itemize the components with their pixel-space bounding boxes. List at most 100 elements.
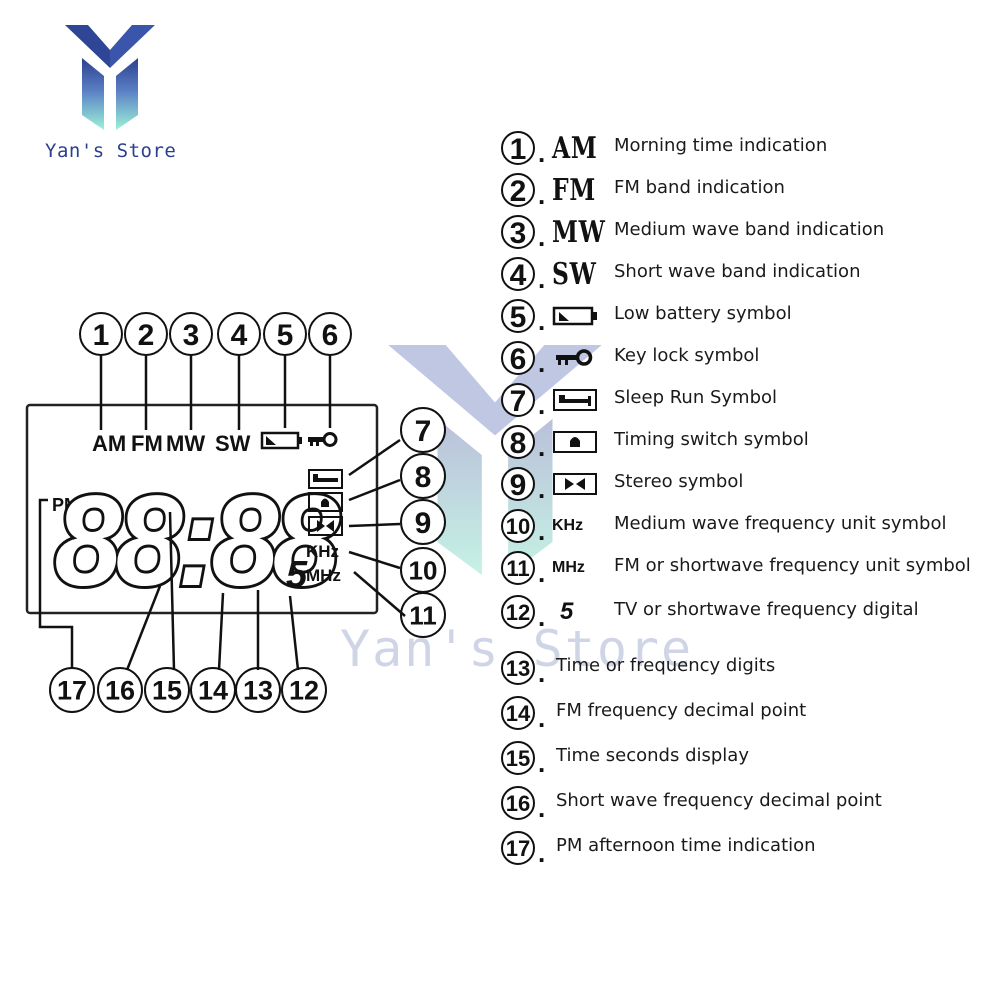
svg-text:15: 15 bbox=[506, 746, 530, 771]
svg-text:7: 7 bbox=[415, 415, 432, 448]
legend-number-badge: 16. bbox=[500, 785, 545, 823]
legend-number-badge: 7. bbox=[500, 382, 545, 420]
legend-row: 15. Time seconds display bbox=[500, 740, 990, 780]
svg-text:11: 11 bbox=[409, 600, 437, 630]
svg-text:14: 14 bbox=[198, 676, 228, 706]
callout-5: 5 bbox=[263, 312, 307, 356]
callout-10: 10 bbox=[400, 547, 446, 593]
bell-icon bbox=[552, 426, 600, 458]
lcd-bell-icon bbox=[308, 492, 343, 512]
legend-symbol-text: AM bbox=[552, 130, 598, 166]
svg-text:.: . bbox=[538, 264, 545, 292]
callout-16: 16 bbox=[97, 667, 143, 713]
legend-number-badge: 1. bbox=[500, 130, 545, 168]
callout-7: 7 bbox=[400, 407, 446, 453]
legend-number-badge: 17. bbox=[500, 830, 545, 868]
lcd-sleep-icon bbox=[308, 469, 343, 489]
svg-text:3: 3 bbox=[510, 217, 527, 250]
legend-number-badge: 3. bbox=[500, 214, 545, 252]
svg-text:16: 16 bbox=[105, 676, 135, 706]
svg-text:8: 8 bbox=[510, 427, 527, 460]
svg-text:14: 14 bbox=[506, 701, 531, 726]
svg-text:4: 4 bbox=[231, 319, 248, 352]
legend-description: Short wave band indication bbox=[614, 261, 861, 282]
legend-number-badge: 13. bbox=[500, 650, 545, 688]
lcd-digits: 88:88 bbox=[55, 471, 340, 613]
svg-text:.: . bbox=[538, 432, 545, 460]
callout-3: 3 bbox=[169, 312, 213, 356]
legend-number-badge: 10. bbox=[500, 508, 545, 546]
legend-description: Key lock symbol bbox=[614, 345, 760, 366]
legend-description: Time seconds display bbox=[556, 745, 749, 766]
legend-description: Short wave frequency decimal point bbox=[556, 790, 882, 811]
svg-text:11: 11 bbox=[506, 556, 529, 581]
lcd-frame bbox=[25, 403, 379, 615]
top-leader-lines bbox=[99, 354, 332, 430]
lcd-label-fm: FM bbox=[131, 431, 163, 456]
callout-15: 15 bbox=[144, 667, 190, 713]
svg-text:.: . bbox=[538, 602, 545, 630]
callout-14: 14 bbox=[190, 667, 236, 713]
legend-number-badge: 4. bbox=[500, 256, 545, 294]
lcd-label-sw: SW bbox=[215, 431, 251, 456]
svg-text:2: 2 bbox=[510, 175, 527, 208]
svg-text:13: 13 bbox=[243, 676, 273, 706]
svg-text:5: 5 bbox=[510, 301, 527, 334]
svg-text:.: . bbox=[538, 748, 545, 776]
legend-symbol-label: FM bbox=[552, 172, 609, 208]
legend-description: FM band indication bbox=[614, 177, 785, 198]
legend-symbol-text: 5 bbox=[560, 598, 574, 625]
svg-text:8: 8 bbox=[415, 461, 432, 494]
lcd-label-mhz: MHz bbox=[306, 566, 341, 585]
legend-row: 5.Low battery symbol bbox=[500, 298, 990, 338]
svg-text:.: . bbox=[538, 838, 545, 866]
pm-bracket bbox=[38, 498, 74, 668]
callout-4: 4 bbox=[217, 312, 261, 356]
svg-text:13: 13 bbox=[506, 656, 530, 681]
svg-text:6: 6 bbox=[322, 319, 339, 352]
callout-2: 2 bbox=[124, 312, 168, 356]
legend-row: 16. Short wave frequency decimal point bbox=[500, 785, 990, 825]
legend-symbol-label: KHz bbox=[552, 510, 583, 542]
legend-description: Timing switch symbol bbox=[614, 429, 809, 450]
lcd-label-am: AM bbox=[92, 431, 126, 456]
legend-symbol-label: SW bbox=[552, 257, 609, 292]
svg-text:16: 16 bbox=[506, 791, 530, 816]
svg-text:.: . bbox=[538, 703, 545, 731]
legend-row: 7.Sleep Run Symbol bbox=[500, 382, 990, 422]
legend-number-badge: 8. bbox=[500, 424, 545, 462]
legend-row: 8. Timing switch symbol bbox=[500, 424, 990, 464]
sleep-bed-icon bbox=[552, 384, 600, 416]
svg-text:4: 4 bbox=[510, 259, 527, 292]
lcd-low-battery-icon bbox=[260, 431, 302, 450]
svg-text:1: 1 bbox=[93, 319, 110, 352]
legend-description: TV or shortwave frequency digital bbox=[614, 599, 919, 620]
svg-text:2: 2 bbox=[138, 319, 155, 352]
right-callouts: 7 8 910 11 bbox=[400, 407, 446, 638]
callout-8: 8 bbox=[400, 453, 446, 499]
svg-text:6: 6 bbox=[510, 343, 527, 376]
legend-number-badge: 5. bbox=[500, 298, 545, 336]
svg-text:.: . bbox=[538, 793, 545, 821]
key-lock-icon bbox=[552, 342, 600, 374]
svg-text:17: 17 bbox=[57, 676, 87, 706]
svg-text:3: 3 bbox=[183, 319, 200, 352]
svg-text:10: 10 bbox=[506, 514, 530, 539]
legend-symbol-text: MHz bbox=[552, 559, 585, 576]
legend-symbol-text: MW bbox=[552, 214, 606, 250]
legend-symbol-label: 5 bbox=[552, 596, 573, 628]
svg-text:.: . bbox=[538, 516, 545, 544]
callout-9: 9 bbox=[400, 499, 446, 545]
legend-symbol-text: FM bbox=[552, 172, 597, 208]
lcd-key-lock-icon bbox=[308, 432, 338, 447]
legend-description: Stereo symbol bbox=[614, 471, 744, 492]
legend-symbol-label: MHz bbox=[552, 552, 585, 584]
low-battery-icon bbox=[552, 300, 600, 332]
legend-number-badge: 11. bbox=[500, 550, 545, 588]
svg-text:.: . bbox=[538, 306, 545, 334]
